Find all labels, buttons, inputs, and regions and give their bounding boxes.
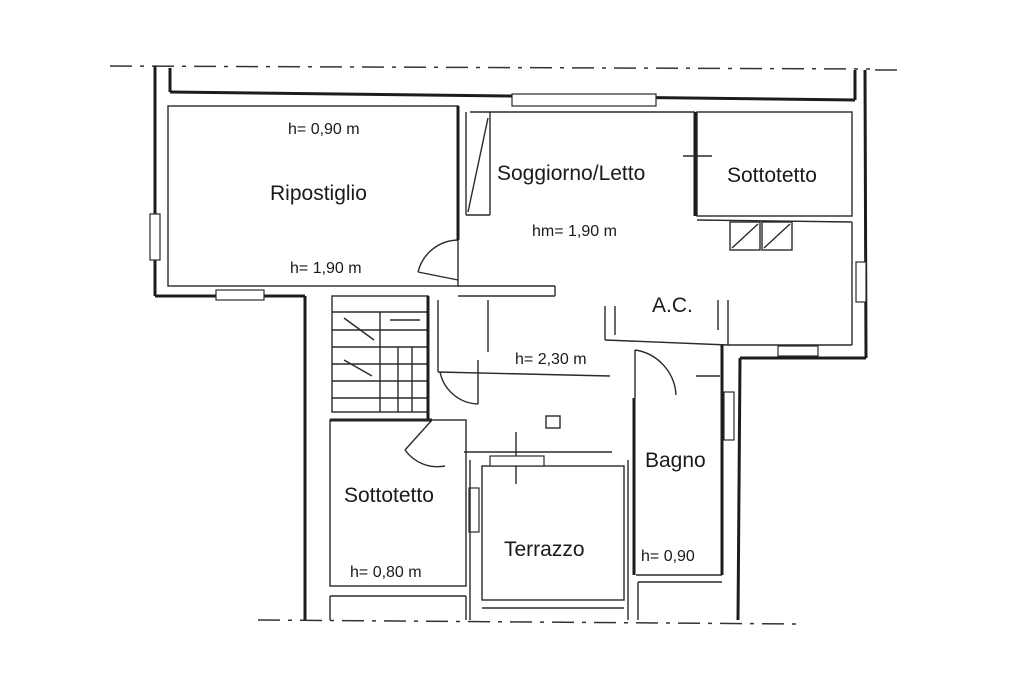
ac-walls <box>604 300 852 575</box>
lower-walls <box>329 581 722 620</box>
bagno-height: h= 0,90 <box>641 548 695 565</box>
stair <box>331 295 430 420</box>
sottotetto-sw-height: h= 0,80 m <box>350 564 422 581</box>
exterior-walls <box>153 66 868 621</box>
sottotetto-sw-label: Sottotetto <box>344 484 434 507</box>
bagno-label: Bagno <box>645 449 706 472</box>
soggiorno-height: hm= 1,90 m <box>532 223 617 240</box>
sottotetto-sw-walls <box>329 419 480 587</box>
soggiorno-label: Soggiorno/Letto <box>497 162 645 185</box>
ac-label: A.C. <box>652 294 693 317</box>
ripostiglio-height-top: h= 0,90 m <box>288 121 360 138</box>
closet <box>437 300 489 405</box>
hall-height: h= 2,30 m <box>515 351 587 368</box>
ripostiglio-label: Ripostiglio <box>270 182 367 205</box>
soggiorno-walls <box>417 111 695 281</box>
section-lines <box>109 65 905 625</box>
terrazzo-label: Terrazzo <box>504 538 585 561</box>
bagno-walls <box>632 391 735 576</box>
windows <box>149 93 867 357</box>
terrazzo-walls <box>469 455 629 620</box>
sottotetto-ne-label: Sottotetto <box>727 164 817 187</box>
sottotetto-ne-walls <box>683 111 853 345</box>
ripostiglio-height-bottom: h= 1,90 m <box>290 260 362 277</box>
ripostiglio-walls <box>167 105 556 297</box>
labels: h= 0,90 m Ripostiglio h= 1,90 m Soggiorn… <box>270 121 817 581</box>
